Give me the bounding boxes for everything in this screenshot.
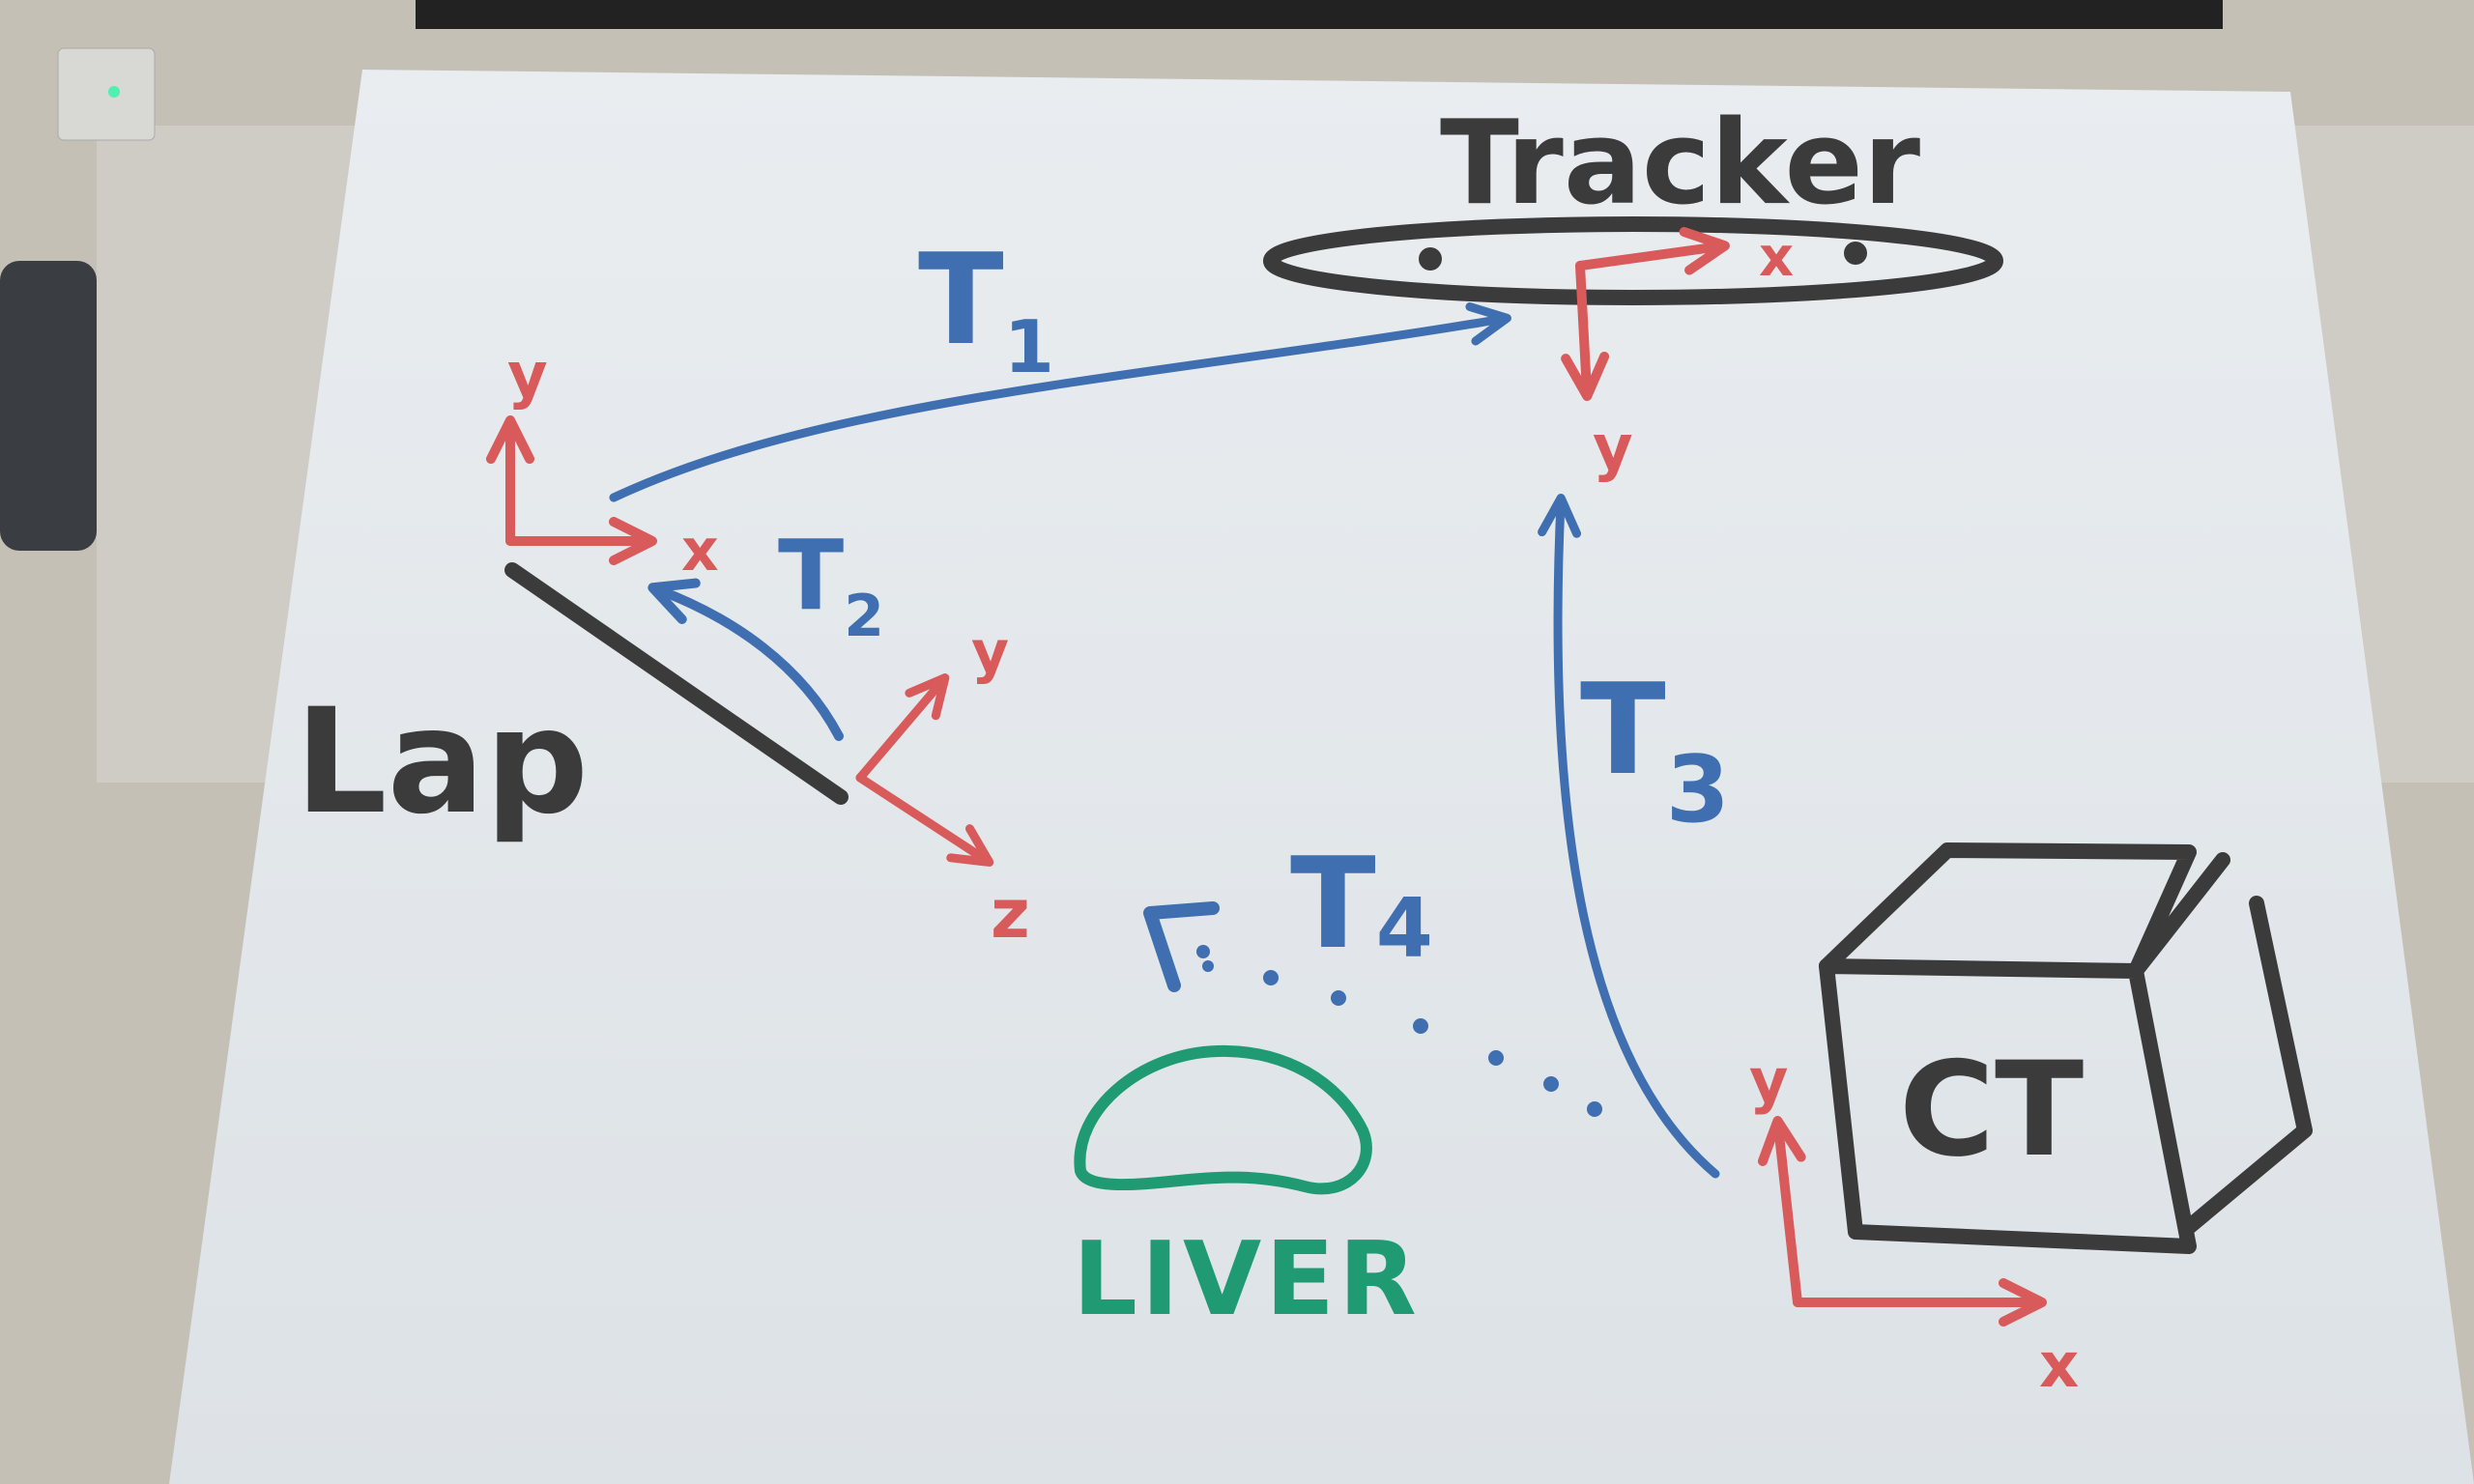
tracker-marker-left xyxy=(1419,247,1442,271)
paper-sheet xyxy=(169,70,2474,1484)
ct-cube xyxy=(1819,842,2313,1254)
tool-y-axis xyxy=(855,673,950,783)
tracker-x-axis xyxy=(1575,226,1730,275)
tracker-y-axis xyxy=(1561,261,1610,401)
liver-outline xyxy=(1074,1044,1372,1195)
t3-subscript: 3 xyxy=(1666,737,1730,843)
t2-letter: T xyxy=(778,519,844,632)
liver-label: LIVER xyxy=(1073,1220,1421,1338)
laparoscope-shaft xyxy=(504,562,849,805)
lap-label: Lap xyxy=(295,678,589,846)
t1-arrow xyxy=(609,301,1511,502)
tracker-label: Tracker xyxy=(1440,97,1920,231)
tracker-marker-right xyxy=(1844,242,1867,265)
t4-dot xyxy=(1413,1018,1428,1034)
t3-label: T3 xyxy=(1580,656,1730,843)
t1-label: T1 xyxy=(918,226,1054,389)
t1-subscript: 1 xyxy=(1004,304,1054,389)
t4-letter: T xyxy=(1290,830,1376,977)
tool-z-label: z xyxy=(991,874,1030,954)
t4-dot xyxy=(1331,990,1346,1006)
tracker-bar xyxy=(1263,216,2003,305)
ct-cube-right-edge xyxy=(2128,852,2230,979)
t4-dot xyxy=(1202,960,1214,972)
tool-y-label: y xyxy=(971,618,1009,686)
ct-cube-top xyxy=(1819,842,2197,979)
ct-label: CT xyxy=(1899,1034,2084,1185)
power-led-icon xyxy=(108,86,120,98)
tracker-x-label: x xyxy=(1759,226,1794,289)
ct-cube-side xyxy=(2181,896,2313,1235)
lap-x-label: x xyxy=(681,517,719,585)
t4-label: T4 xyxy=(1290,830,1433,977)
laptop-edge xyxy=(0,261,97,551)
ct-x-label: x xyxy=(2039,1330,2079,1402)
t4-dot xyxy=(1587,1101,1602,1117)
lap-y-label: y xyxy=(507,340,548,412)
t4-subscript: 4 xyxy=(1376,881,1433,977)
ct-y-axis xyxy=(1757,1116,1806,1307)
t4-arrowhead xyxy=(1143,901,1220,992)
t3-arrow xyxy=(1538,494,1720,1179)
power-connector xyxy=(57,47,156,141)
t2-label: T2 xyxy=(778,519,884,650)
ct-y-label: y xyxy=(1749,1045,1788,1116)
t3-letter: T xyxy=(1580,656,1666,803)
t2-arrow xyxy=(647,578,844,741)
t4-dot xyxy=(1488,1050,1504,1066)
t4-dot xyxy=(1196,945,1210,958)
ct-cube-front xyxy=(1819,958,2197,1254)
monitor-bezel xyxy=(416,0,2223,29)
t4-dotted-path xyxy=(1196,945,1602,1117)
t2-subscript: 2 xyxy=(844,583,884,650)
t4-dot xyxy=(1263,970,1279,985)
t1-letter: T xyxy=(918,226,1004,373)
t4-dot xyxy=(1543,1076,1559,1092)
tool-z-axis xyxy=(855,773,994,867)
tracker-y-label: y xyxy=(1593,413,1633,484)
